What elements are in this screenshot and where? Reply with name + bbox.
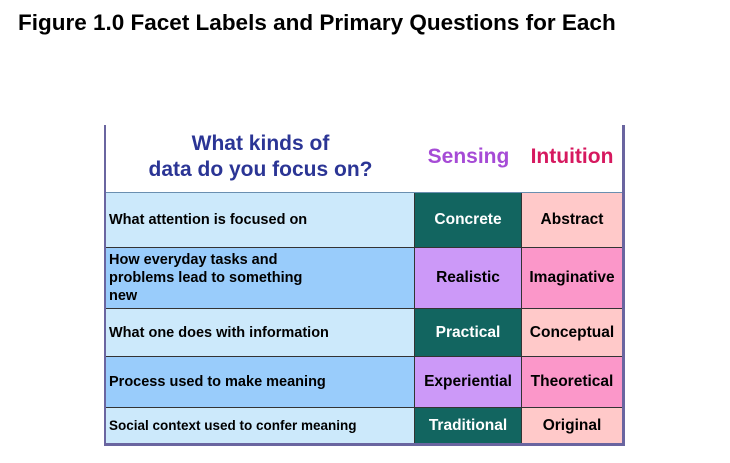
sensing-cell: Concrete xyxy=(415,193,522,247)
row-label: Social context used to confer meaning xyxy=(106,408,415,443)
question-line-2: data do you focus on? xyxy=(148,158,373,181)
row-label: What attention is focused on xyxy=(106,193,415,247)
table-header: What kinds of data do you focus on? Sensi… xyxy=(106,125,622,193)
figure-title: Figure 1.0 Facet Labels and Primary Ques… xyxy=(18,10,616,35)
intuition-cell: Abstract xyxy=(522,193,622,247)
row-label: Process used to make meaning xyxy=(106,357,415,407)
question-line-1: What kinds of xyxy=(191,132,330,155)
table-row: Social context used to confer meaning Tr… xyxy=(106,408,622,443)
sensing-cell: Traditional xyxy=(415,408,522,443)
intuition-cell: Original xyxy=(522,408,622,443)
row-label: What one does with information xyxy=(106,309,415,356)
sensing-cell: Experiential xyxy=(415,357,522,407)
table-row: How everyday tasks and problems lead to … xyxy=(106,248,622,309)
table-row: What attention is focused on Concrete Ab… xyxy=(106,193,622,248)
facet-table: What kinds of data do you focus on? Sensi… xyxy=(104,125,625,446)
header-intuition: Intuition xyxy=(530,145,614,168)
sensing-cell: Realistic xyxy=(415,248,522,308)
table-row: Process used to make meaning Experientia… xyxy=(106,357,622,408)
table-row: What one does with information Practical… xyxy=(106,309,622,357)
header-sensing: Sensing xyxy=(427,145,510,168)
sensing-cell: Practical xyxy=(415,309,522,356)
intuition-cell: Conceptual xyxy=(522,309,622,356)
row-label: How everyday tasks and problems lead to … xyxy=(106,248,415,308)
intuition-cell: Imaginative xyxy=(522,248,622,308)
header-question: What kinds of data do you focus on? xyxy=(106,131,415,183)
intuition-cell: Theoretical xyxy=(522,357,622,407)
